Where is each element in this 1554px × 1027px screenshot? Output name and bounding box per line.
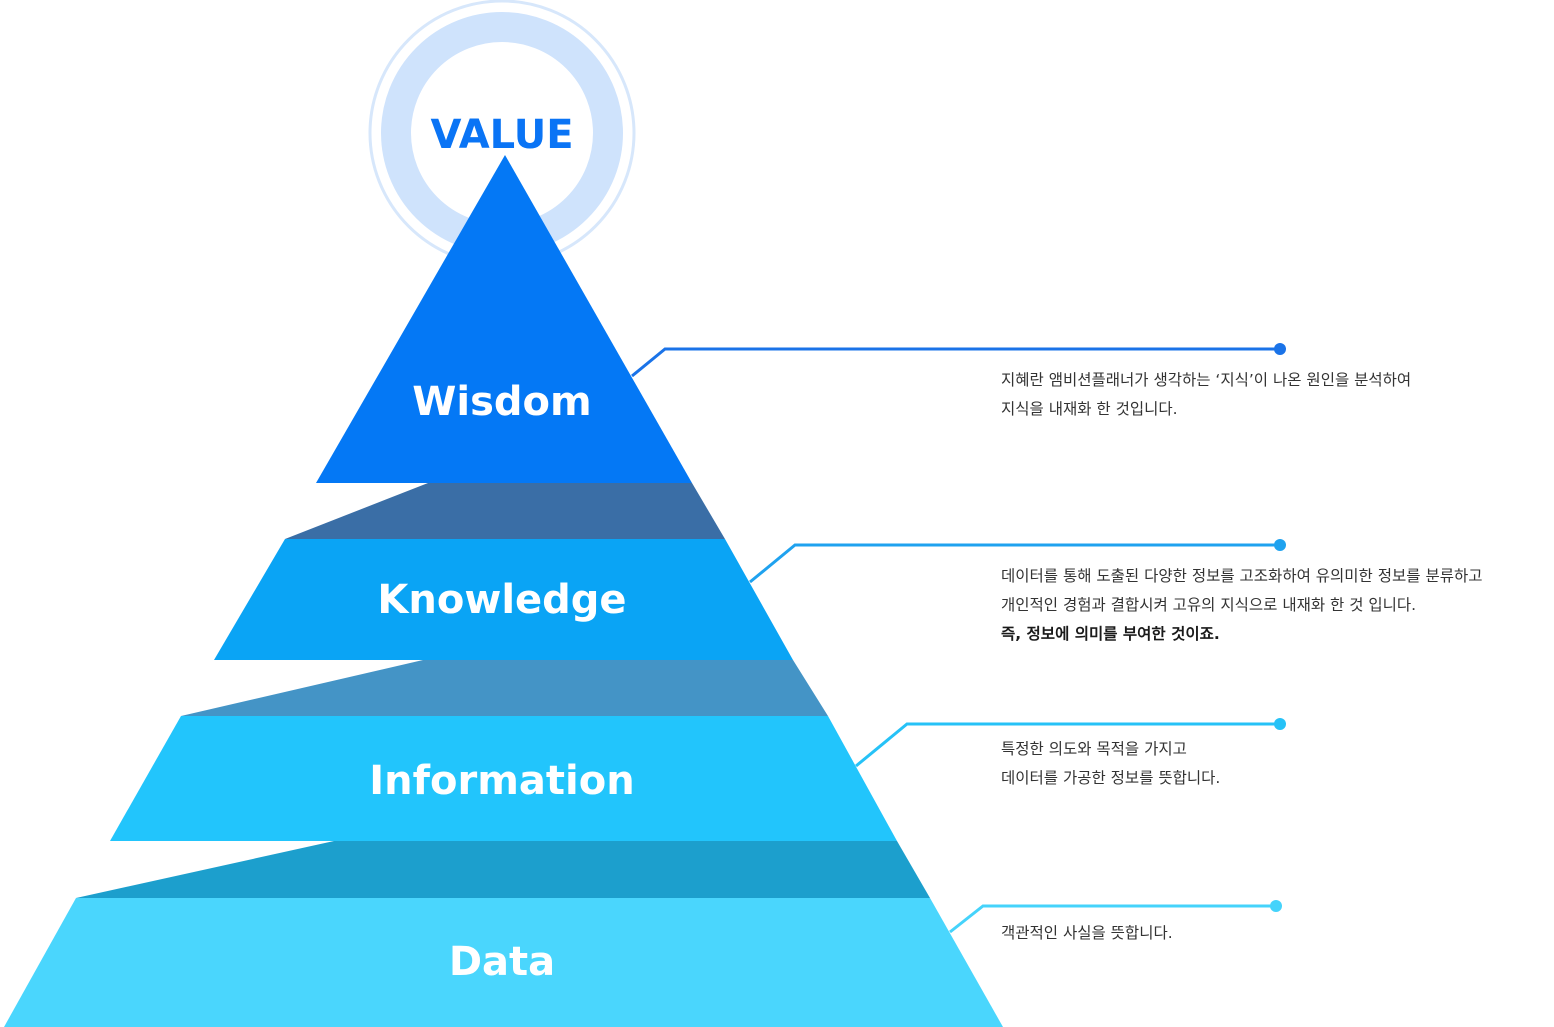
knowledge-description: 데이터를 통해 도출된 다양한 정보를 고조화하여 유의미한 정보를 분류하고 …	[1001, 562, 1482, 649]
wisdom-description-line-2: 지식을 내재화 한 것입니다.	[1001, 400, 1178, 418]
leader-knowledge	[749, 539, 1286, 584]
tier-data-label: Data	[449, 939, 555, 985]
wisdom-description-line-1: 지혜란 앰비션플래너가 생각하는 ‘지식’이 나온 원인을 분석하여	[1001, 371, 1412, 389]
leader-knowledge-dot	[1274, 539, 1286, 551]
leader-wisdom-dot	[1274, 343, 1286, 355]
value-label: VALUE	[430, 112, 573, 158]
leader-data-dot	[1270, 900, 1282, 912]
leader-information-dot	[1274, 718, 1286, 730]
leader-data	[949, 900, 1282, 934]
tier-information-shape	[110, 716, 897, 841]
data-description: 객관적인 사실을 뜻합니다.	[1001, 919, 1173, 948]
tier-wisdom-shape	[316, 155, 692, 483]
leader-information-line	[855, 722, 1280, 768]
leader-data-line	[949, 904, 1276, 934]
information-description-line-2: 데이터를 가공한 정보를 뜻합니다.	[1001, 769, 1221, 787]
leader-wisdom-line	[631, 347, 1280, 378]
knowledge-description-line-2: 개인적인 경험과 결합시켜 고유의 지식으로 내재화 한 것 입니다.	[1001, 596, 1417, 614]
information-description-line-1: 특정한 의도와 목적을 가지고	[1001, 740, 1187, 758]
leader-knowledge-line	[749, 543, 1280, 584]
wisdom-description: 지혜란 앰비션플래너가 생각하는 ‘지식’이 나온 원인을 분석하여 지식을 내…	[1001, 366, 1411, 424]
knowledge-description-line-1: 데이터를 통해 도출된 다양한 정보를 고조화하여 유의미한 정보를 분류하고	[1001, 567, 1483, 585]
connector-knowledge-information	[181, 660, 828, 716]
information-description: 특정한 의도와 목적을 가지고 데이터를 가공한 정보를 뜻합니다.	[1001, 735, 1220, 793]
connector-information-data	[76, 841, 930, 898]
tier-wisdom-label: Wisdom	[412, 379, 591, 425]
leader-wisdom	[631, 343, 1286, 378]
tier-information-label: Information	[369, 758, 634, 804]
tier-knowledge-shape	[214, 539, 793, 660]
tier-data-shape	[4, 898, 1003, 1027]
tier-knowledge-label: Knowledge	[377, 577, 626, 623]
knowledge-description-emphasis: 즉, 정보에 의미를 부여한 것이죠.	[1001, 625, 1220, 643]
data-description-line-1: 객관적인 사실을 뜻합니다.	[1001, 924, 1173, 942]
leader-information	[855, 718, 1286, 768]
connector-wisdom-knowledge	[285, 483, 725, 539]
